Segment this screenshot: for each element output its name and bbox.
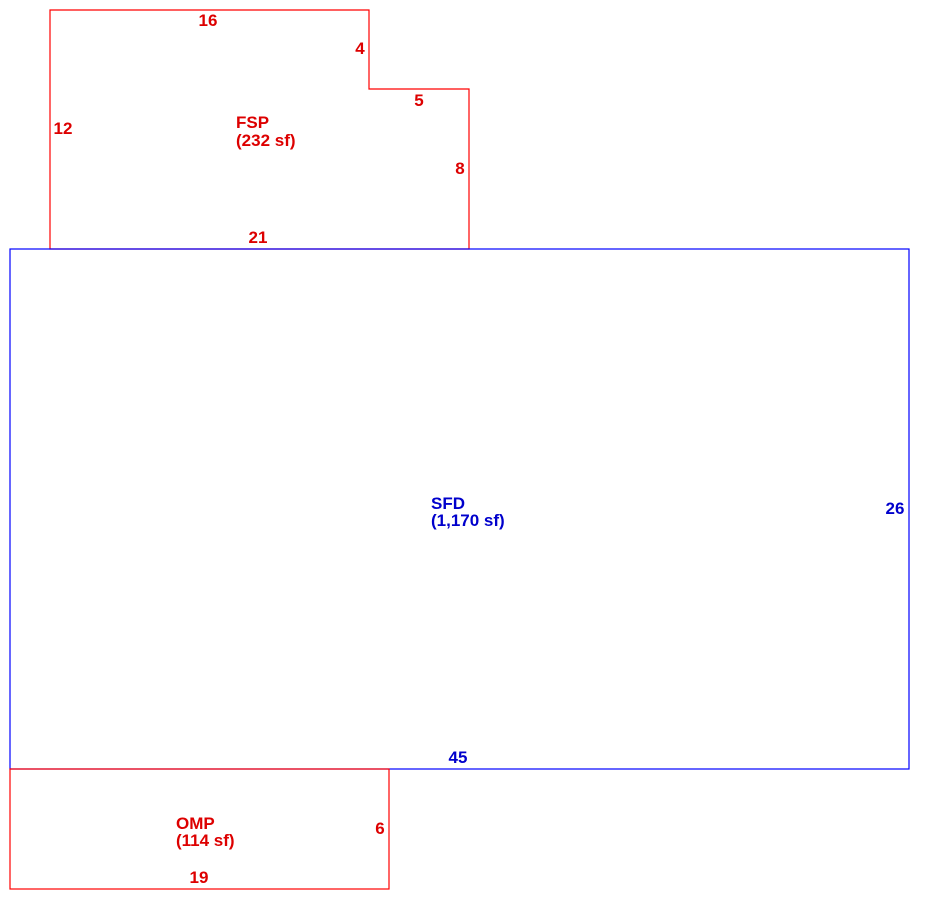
fsp-dim-bottom: 21	[249, 228, 268, 247]
omp-dim-bottom: 19	[190, 868, 209, 887]
sfd-dim-bottom: 45	[449, 748, 468, 767]
fsp-dim-notch-horizontal: 5	[414, 91, 423, 110]
fsp-code-label: FSP	[236, 113, 269, 132]
sfd-area-label: (1,170 sf)	[431, 511, 505, 530]
omp-outline	[9, 768, 390, 890]
fsp-dim-notch-vertical: 4	[355, 39, 365, 58]
sfd-outline	[9, 248, 910, 770]
fsp-dim-left: 12	[54, 119, 73, 138]
sfd-dim-right: 26	[886, 499, 905, 518]
omp-code-label: OMP	[176, 814, 215, 833]
sfd-area: 26 45 SFD (1,170 sf)	[9, 248, 910, 770]
fsp-area: 16 4 5 12 8 21 FSP (232 sf)	[49, 9, 470, 250]
omp-area: 6 19 OMP (114 sf)	[9, 768, 390, 890]
omp-area-label: (114 sf)	[176, 831, 235, 850]
fsp-dim-top: 16	[199, 11, 218, 30]
sfd-code-label: SFD	[431, 494, 465, 513]
fsp-area-label: (232 sf)	[236, 131, 296, 150]
omp-dim-right: 6	[375, 819, 384, 838]
fsp-dim-right: 8	[455, 159, 464, 178]
